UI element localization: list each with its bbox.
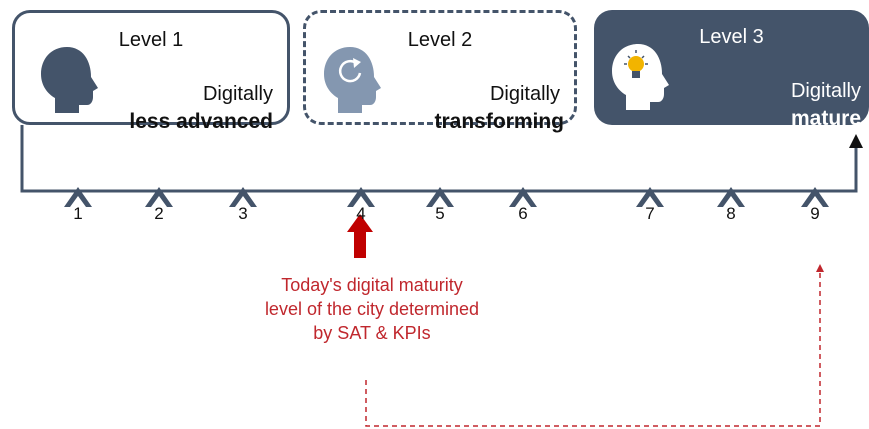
tick-chevron-1 <box>64 187 92 207</box>
level-title: Level 1 <box>118 29 184 51</box>
timeline-end-arrowhead <box>849 134 863 148</box>
tick-chevron-3 <box>229 187 257 207</box>
tick-chevron-9 <box>801 187 829 207</box>
level-desc-line1: Digitally <box>202 83 273 105</box>
refresh-head-icon <box>324 47 381 113</box>
level-title: Level 2 <box>407 29 473 51</box>
level-desc-line2: less advanced <box>129 110 273 133</box>
tick-chevron-5 <box>426 187 454 207</box>
tick-label-2: 2 <box>154 204 164 223</box>
tick-label-1: 1 <box>73 204 83 223</box>
tick-label-4: 4 <box>356 204 366 223</box>
tick-chevron-7 <box>636 187 664 207</box>
level-desc-line2: transforming <box>434 110 564 133</box>
level-desc-line1: Digitally <box>790 80 861 102</box>
level-title: Level 3 <box>699 26 764 48</box>
head-icon <box>41 47 98 113</box>
annotation-line-2: level of the city determined <box>264 299 480 319</box>
tick-chevron-4 <box>347 187 375 207</box>
tick-label-6: 6 <box>518 204 528 223</box>
tick-chevron-6 <box>509 187 537 207</box>
level-3-box: Level 3 Digitally mature <box>594 10 869 130</box>
tick-label-9: 9 <box>810 204 820 223</box>
level-desc-line2: mature <box>790 107 861 130</box>
annotation-line-1: Today's digital maturity <box>281 275 463 295</box>
dashed-connector <box>365 272 821 427</box>
lightbulb-head-icon <box>612 44 669 110</box>
annotation-text: Today's digital maturity level of the ci… <box>212 273 532 345</box>
tick-label-7: 7 <box>645 204 655 223</box>
tick-label-3: 3 <box>238 204 248 223</box>
tick-chevron-8 <box>717 187 745 207</box>
level-1-box: Level 1 Digitally less advanced <box>12 10 290 133</box>
dashed-connector-arrowhead <box>816 264 824 272</box>
tick-label-8: 8 <box>726 204 736 223</box>
tick-chevron-2 <box>145 187 173 207</box>
tick-markers <box>64 187 829 207</box>
level-2-box: Level 2 Digitally transforming <box>303 10 577 133</box>
level-desc-line1: Digitally <box>489 83 560 105</box>
red-up-arrow-icon <box>347 214 373 258</box>
timeline-line <box>20 125 858 193</box>
tick-label-5: 5 <box>435 204 445 223</box>
annotation-line-3: by SAT & KPIs <box>313 323 431 343</box>
